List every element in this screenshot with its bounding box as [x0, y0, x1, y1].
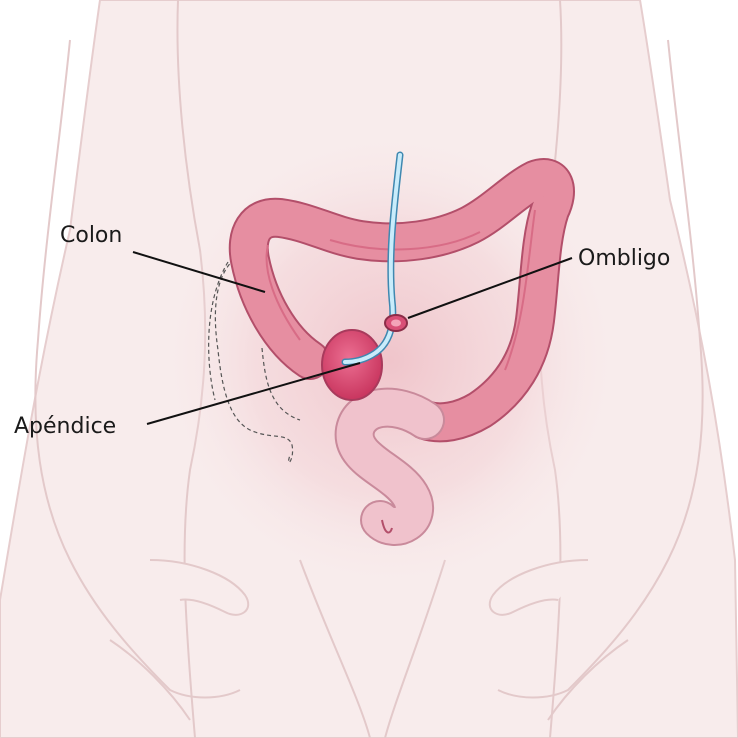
- apendice-label: Apéndice: [14, 414, 116, 439]
- colon-label: Colon: [60, 223, 122, 248]
- ombligo-label: Ombligo: [578, 246, 670, 271]
